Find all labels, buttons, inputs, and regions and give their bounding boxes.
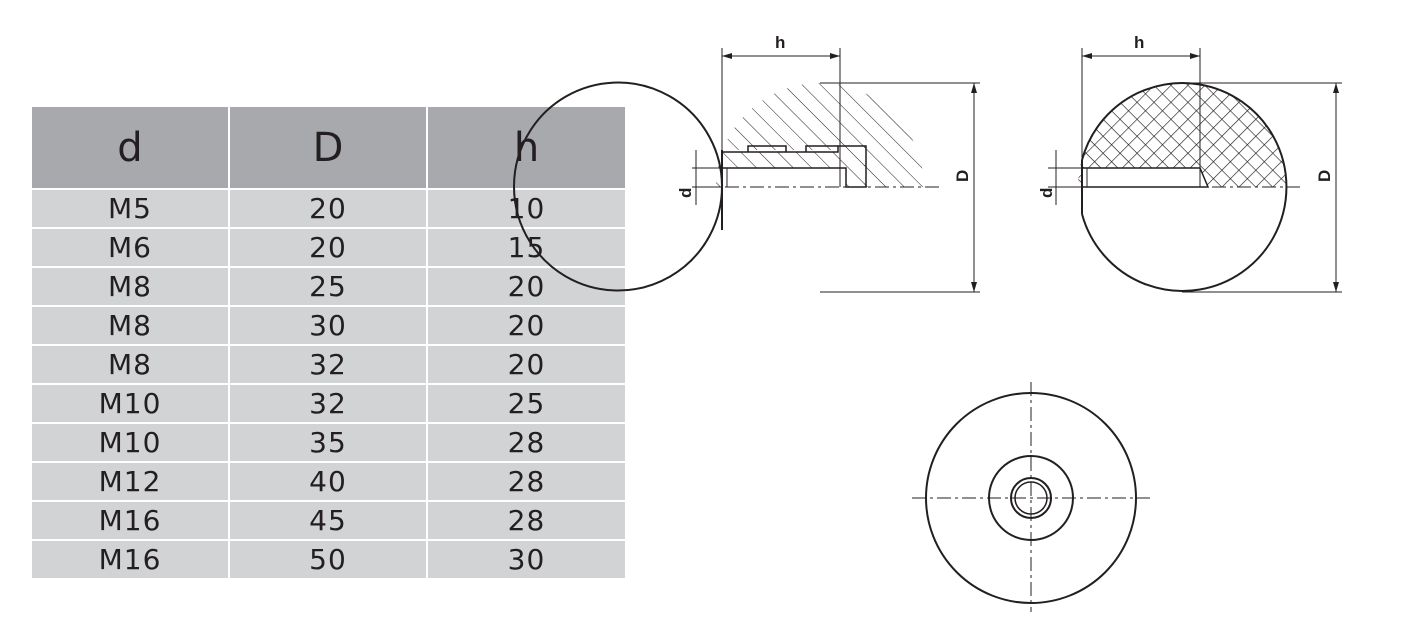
- cell-D: 32: [229, 344, 428, 384]
- cell-d: M5: [32, 188, 230, 228]
- cell-D: 45: [229, 500, 428, 540]
- cell-d: M8: [32, 344, 230, 384]
- cell-h: 28: [427, 500, 625, 540]
- knob-crosshatch-area: [1078, 83, 1286, 187]
- table-row: M12 40 28: [32, 461, 625, 501]
- insert-teeth: [747, 145, 838, 152]
- knob-bottom-view: [912, 382, 1150, 612]
- cell-D: 35: [229, 422, 428, 462]
- label-D-right: D: [1315, 170, 1334, 182]
- table-row: M16 45 28: [32, 500, 625, 540]
- cell-d: M16: [32, 539, 230, 578]
- label-h-right: h: [1134, 33, 1144, 52]
- label-d-right: d: [1037, 188, 1056, 198]
- cell-D: 50: [229, 539, 428, 578]
- knob-section-view-hatched: [513, 48, 980, 293]
- table-header-row: d D h: [32, 107, 625, 189]
- cell-h: 28: [427, 422, 625, 462]
- cell-d: M8: [32, 305, 230, 345]
- cell-d: M16: [32, 500, 230, 540]
- table-row: M8 30 20: [32, 305, 625, 345]
- knob-outline: [1081, 82, 1288, 292]
- cell-D: 32: [229, 383, 428, 423]
- table-row: M16 50 30: [32, 539, 625, 578]
- cell-D: 25: [229, 266, 428, 306]
- knob-section-view-crosshatched: [1048, 48, 1342, 293]
- cell-h: 28: [427, 461, 625, 501]
- cell-h: 30: [427, 539, 625, 578]
- thread-bore: [1081, 167, 1210, 188]
- dimensions-table: d D h M5 20 10 M6 20 15 M8 25 20 M8 30 2…: [32, 107, 625, 578]
- cell-h: 20: [427, 266, 625, 306]
- header-D: D: [229, 107, 428, 189]
- table-row: M10 32 25: [32, 383, 625, 423]
- cell-h: 20: [427, 344, 625, 384]
- table-row: M5 20 10: [32, 188, 625, 228]
- cell-h: 25: [427, 383, 625, 423]
- cell-D: 20: [229, 227, 428, 267]
- table-row: M10 35 28: [32, 422, 625, 462]
- knob-outline: [513, 81, 723, 292]
- cell-d: M10: [32, 383, 230, 423]
- label-d-left: d: [676, 188, 695, 198]
- insert-body: [721, 145, 867, 188]
- header-h: h: [427, 107, 625, 189]
- cell-D: 20: [229, 188, 428, 228]
- cell-d: M8: [32, 266, 230, 306]
- header-d: d: [32, 107, 230, 189]
- cell-h: 20: [427, 305, 625, 345]
- cell-D: 40: [229, 461, 428, 501]
- label-D-left: D: [953, 170, 972, 182]
- cell-d: M12: [32, 461, 230, 501]
- table-row: M8 32 20: [32, 344, 625, 384]
- label-h-left: h: [775, 33, 785, 52]
- cell-d: M6: [32, 227, 230, 267]
- cell-d: M10: [32, 422, 230, 462]
- cell-D: 30: [229, 305, 428, 345]
- table-row: M8 25 20: [32, 266, 625, 306]
